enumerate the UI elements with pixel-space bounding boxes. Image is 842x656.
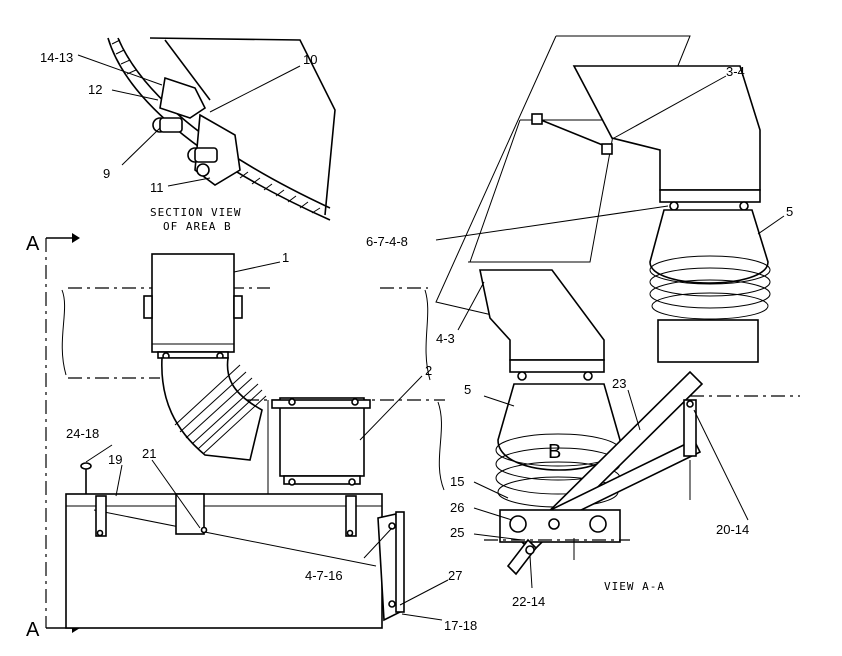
- callout-20-14: 20-14: [716, 522, 749, 537]
- callout-19: 19: [108, 452, 122, 467]
- view-aa-title: VIEW A-A: [604, 580, 665, 593]
- callout-9: 9: [103, 166, 110, 181]
- view-aa-leaders: [435, 75, 785, 589]
- callout-15: 15: [450, 474, 464, 489]
- section-mark-bottom: A: [26, 619, 40, 641]
- callout-5-upper: 5: [786, 204, 793, 219]
- section-view-title-line1: SECTION VIEW: [150, 206, 241, 219]
- main-view-leaders: [85, 261, 449, 621]
- callout-26: 26: [450, 500, 464, 515]
- section-view-drawing: [107, 37, 336, 221]
- callout-11: 11: [150, 180, 164, 195]
- callout-12: 12: [88, 82, 102, 97]
- callout-25: 25: [450, 525, 464, 540]
- callout-5-lower: 5: [464, 382, 471, 397]
- callout-6-7-4-8: 6-7-4-8: [366, 234, 408, 249]
- callout-22-14: 22-14: [512, 594, 545, 609]
- callout-27: 27: [448, 568, 462, 583]
- area-b-marker: B: [548, 441, 561, 463]
- callout-24-18: 24-18: [66, 426, 99, 441]
- section-view-leaders: [77, 54, 301, 187]
- callout-1: 1: [282, 250, 289, 265]
- callout-2: 2: [425, 363, 432, 378]
- callout-21: 21: [142, 446, 156, 461]
- callout-4-3: 4-3: [436, 331, 455, 346]
- section-mark-top: A: [26, 233, 40, 255]
- callout-14-13: 14-13: [40, 50, 73, 65]
- callout-10: 10: [303, 52, 317, 67]
- callout-4-7-16: 4-7-16: [305, 568, 343, 583]
- callout-23: 23: [612, 376, 626, 391]
- main-view-drawing: [61, 253, 445, 629]
- view-aa-drawing: B: [435, 35, 800, 576]
- callout-3-4: 3-4: [726, 64, 745, 79]
- callout-17-18: 17-18: [444, 618, 477, 633]
- section-view-title-line2: OF AREA B: [163, 220, 232, 233]
